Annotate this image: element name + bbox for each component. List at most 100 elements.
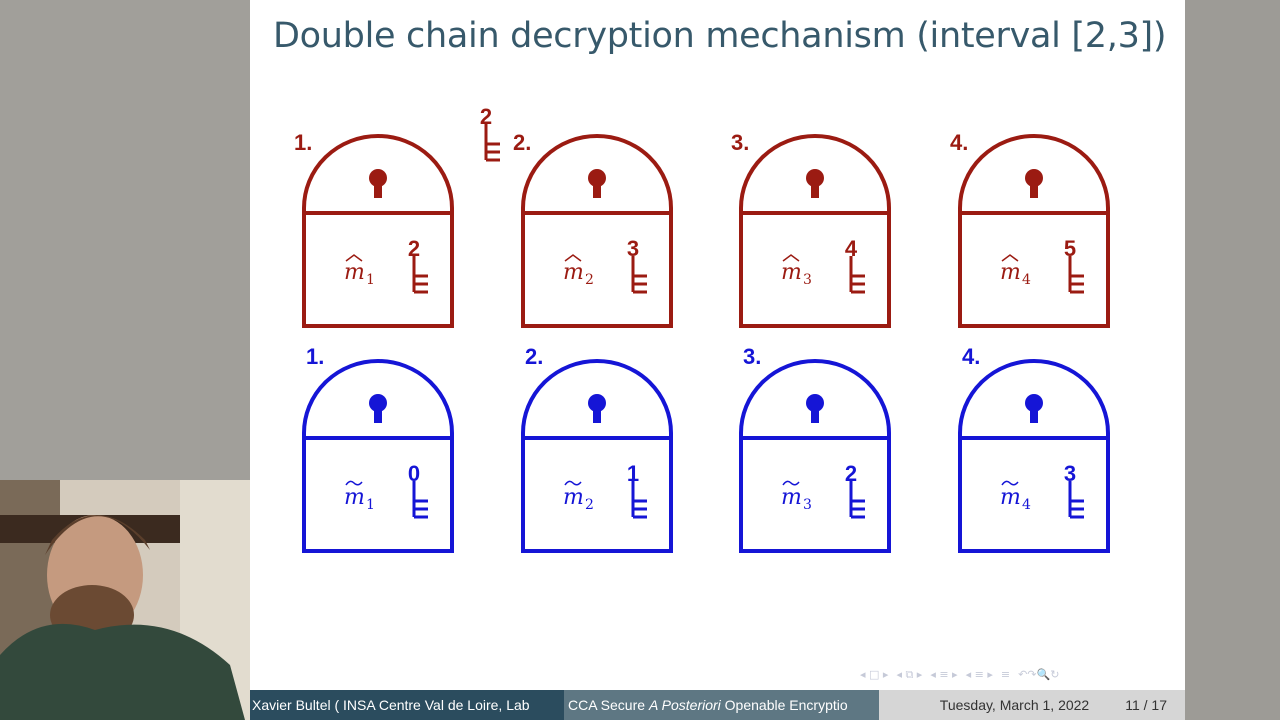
tilde-accent — [564, 480, 582, 486]
footer-title: CCA Secure A Posteriori Openable Encrypt… — [564, 690, 879, 720]
key-icon — [1068, 481, 1084, 519]
keyhole-icon — [588, 169, 606, 187]
lock-number: 2. — [513, 130, 531, 155]
key-icon — [1068, 256, 1084, 294]
tilde-accent — [782, 480, 800, 486]
presenter-video-icon — [0, 480, 250, 720]
key-label: 4 — [845, 236, 858, 261]
key-label: 0 — [408, 461, 420, 486]
keyhole-icon — [588, 394, 606, 412]
key-label: 3 — [627, 236, 639, 261]
padlock-body — [302, 211, 454, 328]
padlock-body — [302, 436, 454, 553]
nav-search-icon[interactable]: ↶↷🔍↻ — [1018, 668, 1060, 681]
presenter-webcam — [0, 480, 250, 720]
floating-key-label: 2 — [480, 104, 492, 129]
keyhole-icon — [369, 394, 387, 412]
slide-footer: Xavier Bultel ( INSA Centre Val de Loire… — [250, 690, 1185, 720]
keyhole-icon — [806, 169, 824, 187]
hat-accent — [782, 254, 800, 262]
key-icon — [849, 481, 865, 519]
padlock-body — [739, 211, 891, 328]
nav-document-icon[interactable]: ◂ ≡ ▸ — [965, 668, 993, 681]
key-icon — [412, 256, 428, 294]
background-right — [1185, 0, 1280, 720]
message-subscript: 2 — [585, 497, 594, 513]
hat-accent — [1001, 254, 1019, 262]
keyhole-icon — [1025, 169, 1043, 187]
footer-date-area: Tuesday, March 1, 2022 11 / 17 — [879, 690, 1185, 720]
message-subscript: 2 — [585, 272, 594, 288]
key-label: 2 — [408, 236, 420, 261]
message-label: m — [1000, 260, 1021, 285]
keyhole-icon — [369, 169, 387, 187]
message-subscript: 1 — [366, 497, 375, 513]
keyhole-slot — [374, 407, 382, 423]
message-label: m — [781, 260, 802, 285]
footer-title-italic: A Posteriori — [648, 697, 721, 713]
hat-accent — [564, 254, 582, 262]
keyhole-slot — [811, 407, 819, 423]
padlock-dome — [958, 359, 1110, 438]
lock-number: 3. — [743, 344, 761, 369]
padlock-body — [739, 436, 891, 553]
keyhole-icon — [806, 394, 824, 412]
keyhole-slot — [1030, 407, 1038, 423]
footer-title-pre: CCA Secure — [568, 697, 649, 713]
key-icon — [631, 481, 647, 519]
lock-number: 2. — [525, 344, 543, 369]
padlock-body — [958, 211, 1110, 328]
padlock-body — [521, 436, 673, 553]
tilde-accent — [1001, 480, 1019, 486]
beamer-navigation[interactable]: ◂ □ ▸ ◂ ⧉ ▸ ◂ ≡ ▸ ◂ ≡ ▸ ≡ ↶↷🔍↻ — [860, 668, 1059, 682]
message-label: m — [563, 260, 584, 285]
key-icon — [849, 256, 865, 294]
footer-author: Xavier Bultel ( INSA Centre Val de Loire… — [250, 690, 564, 720]
padlock-dome — [521, 134, 673, 213]
floating-key-icon — [484, 124, 500, 162]
keyhole-slot — [593, 407, 601, 423]
lock-number: 1. — [294, 130, 312, 155]
footer-page-number: 11 / 17 — [1125, 697, 1167, 713]
nav-subsection-icon[interactable]: ◂ ⧉ ▸ — [896, 668, 923, 681]
hat-accent — [345, 254, 363, 262]
floating-key: 2 — [480, 104, 500, 162]
key-label: 3 — [1064, 461, 1076, 486]
padlock-dome — [521, 359, 673, 438]
slide: Double chain decryption mechanism (inter… — [250, 0, 1185, 720]
keyhole-slot — [811, 182, 819, 198]
message-label: m — [344, 260, 365, 285]
padlock-dome — [302, 359, 454, 438]
key-icon — [412, 481, 428, 519]
lock-number: 4. — [962, 344, 980, 369]
lock-number: 1. — [306, 344, 324, 369]
message-label: m — [1000, 485, 1021, 510]
keyhole-slot — [1030, 182, 1038, 198]
padlock-dome — [302, 134, 454, 213]
key-label: 5 — [1064, 236, 1076, 261]
slide-title: Double chain decryption mechanism (inter… — [273, 16, 1167, 56]
nav-section-icon[interactable]: ◂ ≡ ▸ — [930, 668, 958, 681]
footer-title-post: Openable Encryptio — [720, 697, 848, 713]
message-label: m — [781, 485, 802, 510]
lock-number: 3. — [731, 130, 749, 155]
key-icon — [631, 256, 647, 294]
padlock-dome — [739, 134, 891, 213]
tilde-accent — [345, 480, 363, 486]
lock-number: 4. — [950, 130, 968, 155]
message-subscript: 1 — [366, 272, 375, 288]
nav-toc-icon[interactable]: ≡ — [1000, 668, 1011, 681]
key-label: 2 — [845, 461, 857, 486]
message-subscript: 4 — [1022, 272, 1031, 288]
keyhole-slot — [374, 182, 382, 198]
message-subscript: 3 — [803, 272, 812, 288]
nav-frame-icon[interactable]: ◂ □ ▸ — [860, 668, 889, 681]
message-label: m — [344, 485, 365, 510]
message-subscript: 3 — [803, 497, 812, 513]
